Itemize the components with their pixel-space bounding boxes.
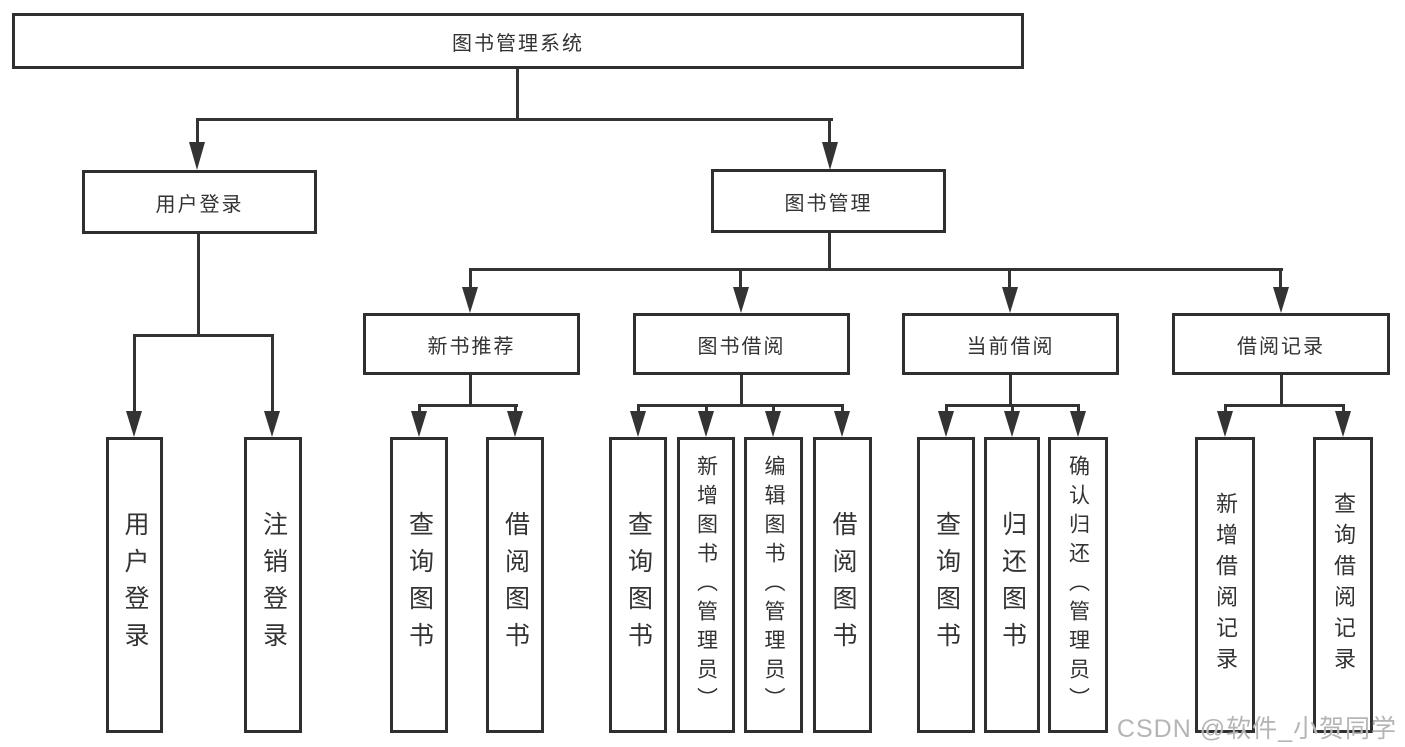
csdn-watermark: CSDN @软件_小贺同学 (1116, 715, 1397, 743)
connector-currentborrow-crossbar (945, 404, 1080, 407)
leaf-logout: 注销登录 (244, 437, 302, 733)
connector-bookborrow-stem (740, 373, 743, 406)
connector-bookmgmt-drop-3 (1008, 271, 1011, 289)
leaf-return-books: 归还图书 (984, 437, 1040, 733)
leaf-add-borrow-record: 新增借阅记录 (1195, 437, 1255, 733)
arrowhead-to-leaf-confirm-return (1070, 411, 1086, 437)
connector-bookmgmt-drop-4 (1279, 271, 1282, 289)
arrowhead-to-leaf-add-books (698, 411, 714, 437)
connector-currentborrow-stem (1009, 373, 1012, 406)
node-borrow-records: 借阅记录 (1172, 313, 1390, 375)
leaf-query-borrow-record: 查询借阅记录 (1313, 437, 1373, 733)
arrowhead-to-leaf-borrow-books-1 (507, 411, 523, 437)
connector-bookmgmt-drop-1 (469, 271, 472, 289)
leaf-borrow-books-1: 借阅图书 (486, 437, 544, 733)
connector-root-right-drop (828, 121, 831, 147)
node-new-book-recommend: 新书推荐 (363, 313, 580, 375)
connector-bookmgmt-crossbar (469, 268, 1283, 271)
node-book-management: 图书管理 (711, 169, 946, 233)
leaf-borrow-books-2: 借阅图书 (813, 437, 872, 733)
connector-newbook-stem (469, 373, 472, 406)
arrowhead-to-current-borrow (1002, 287, 1018, 313)
connector-newbook-crossbar (418, 404, 518, 407)
connector-borrowrecords-stem (1280, 373, 1283, 406)
arrowhead-to-book-borrow (733, 287, 749, 313)
connector-userlogin-drop-1 (133, 337, 136, 411)
arrowhead-to-user-login (189, 142, 205, 170)
connector-userlogin-crossbar (133, 334, 274, 337)
leaf-confirm-return-admin: 确认归还（管理员） (1048, 437, 1108, 733)
connector-bookborrow-crossbar (637, 404, 844, 407)
arrowhead-to-leaf-user-login (126, 411, 142, 437)
arrowhead-to-borrow-records (1273, 287, 1289, 313)
arrowhead-to-leaf-logout (264, 411, 280, 437)
leaf-query-books-2: 查询图书 (609, 437, 667, 733)
arrowhead-to-leaf-query-books-2 (630, 411, 646, 437)
connector-root-crossbar (196, 118, 833, 121)
connector-borrowrecords-crossbar (1224, 404, 1345, 407)
connector-root-stem (516, 69, 519, 120)
connector-bookmgmt-stem (828, 232, 831, 270)
leaf-user-login: 用户登录 (106, 437, 163, 733)
connector-userlogin-stem (197, 234, 200, 337)
connector-userlogin-drop-2 (271, 337, 274, 411)
arrowhead-to-leaf-add-record (1217, 411, 1233, 437)
leaf-query-books-1: 查询图书 (390, 437, 448, 733)
arrowhead-to-leaf-query-books-1 (411, 411, 427, 437)
arrowhead-to-book-management (822, 142, 838, 170)
arrowhead-to-leaf-borrow-books-2 (834, 411, 850, 437)
node-current-borrow: 当前借阅 (902, 313, 1119, 375)
arrowhead-to-leaf-query-books-3 (938, 411, 954, 437)
arrowhead-to-leaf-edit-books (765, 411, 781, 437)
leaf-add-books-admin: 新增图书（管理员） (677, 437, 735, 733)
connector-root-left-drop (196, 121, 199, 147)
node-user-login: 用户登录 (82, 170, 317, 234)
leaf-edit-books-admin: 编辑图书（管理员） (744, 437, 803, 733)
arrowhead-to-leaf-return-books (1004, 411, 1020, 437)
node-book-borrow: 图书借阅 (633, 313, 850, 375)
arrowhead-to-new-book-recommend (462, 287, 478, 313)
connector-bookmgmt-drop-2 (739, 271, 742, 289)
leaf-query-books-3: 查询图书 (917, 437, 975, 733)
arrowhead-to-leaf-query-record (1335, 411, 1351, 437)
node-library-system: 图书管理系统 (12, 13, 1024, 69)
